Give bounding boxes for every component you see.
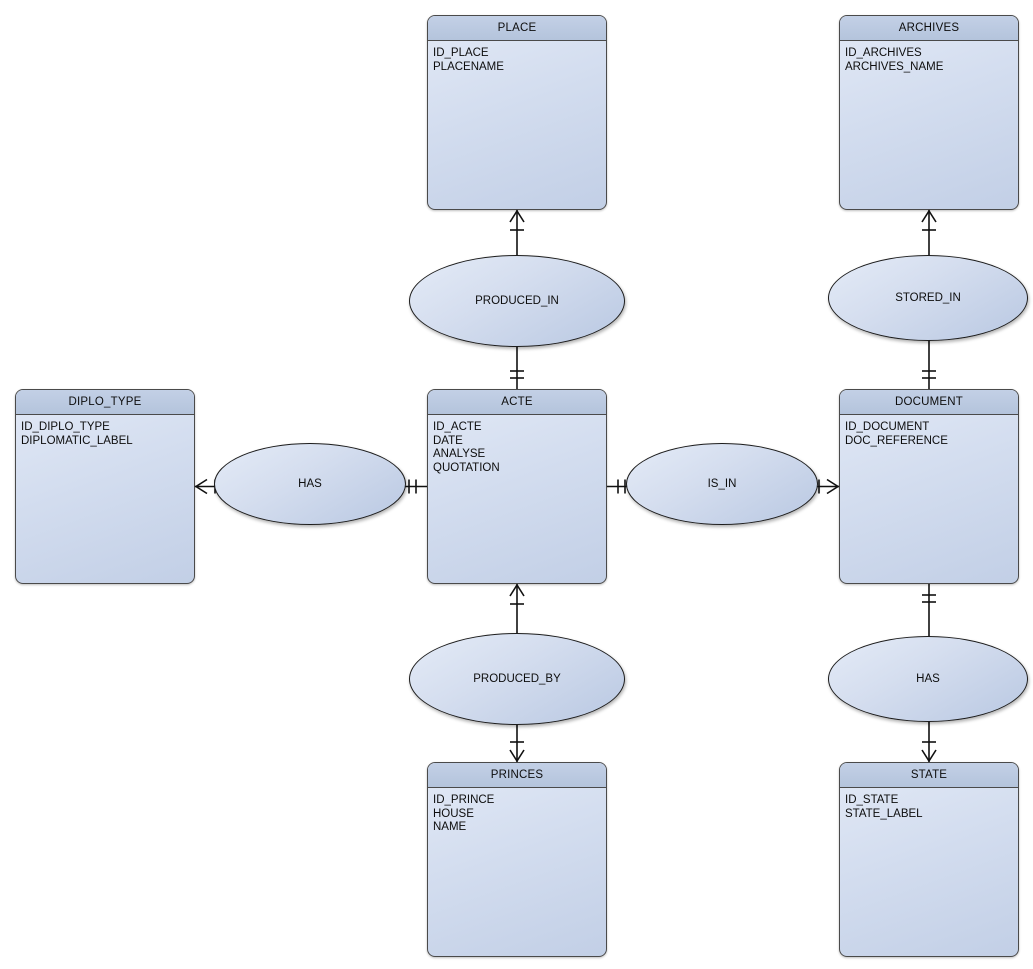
- entity-title-princes: PRINCES: [428, 763, 606, 788]
- entity-attribute: ID_ACTE: [433, 421, 482, 433]
- relationship-has_diplo[interactable]: HAS: [214, 443, 406, 525]
- relationship-produced_in[interactable]: PRODUCED_IN: [409, 255, 625, 347]
- entity-attribute: ID_STATE: [845, 794, 899, 806]
- cardinality-is_in-to-crowfoot: [826, 478, 840, 495]
- entity-attribute: ID_PLACE: [433, 47, 489, 59]
- entity-attribute: DIPLOMATIC_LABEL: [21, 434, 133, 447]
- entity-attribute: DOC_REFERENCE: [845, 434, 948, 447]
- entity-title-acte: ACTE: [428, 390, 606, 415]
- entity-title-place: PLACE: [428, 16, 606, 41]
- entity-attribute: ID_PRINCE: [433, 794, 495, 806]
- entity-attribute: DATE: [433, 434, 463, 447]
- cardinality-stored_in-to-crowfoot: [921, 209, 937, 223]
- entity-attribute: QUOTATION: [433, 461, 500, 474]
- entity-attribute: ID_DIPLO_TYPE: [21, 421, 110, 433]
- relationship-is_in[interactable]: IS_IN: [626, 443, 818, 525]
- entity-attribute: ARCHIVES_NAME: [845, 60, 944, 73]
- relationship-label: HAS: [916, 673, 940, 685]
- relationship-label: STORED_IN: [895, 292, 961, 304]
- relationship-label: PRODUCED_BY: [473, 673, 561, 685]
- entity-attribute: ID_ARCHIVES: [845, 47, 922, 59]
- entity-attribute: NAME: [433, 821, 467, 834]
- relationship-label: IS_IN: [707, 478, 737, 490]
- entity-title-document: DOCUMENT: [840, 390, 1018, 415]
- entity-attribute: ID_DOCUMENT: [845, 421, 930, 433]
- cardinality-has_state-to-crowfoot: [921, 749, 937, 763]
- cardinality-has_diplo-from-crowfoot: [194, 478, 208, 495]
- cardinality-produced_by-to-crowfoot: [509, 749, 525, 763]
- entity-title-archives: ARCHIVES: [840, 16, 1018, 41]
- relationship-has_state[interactable]: HAS: [828, 636, 1028, 722]
- cardinality-produced_in-to-crowfoot: [509, 209, 525, 223]
- entity-attribute: STATE_LABEL: [845, 807, 923, 820]
- relationship-stored_in[interactable]: STORED_IN: [828, 255, 1028, 341]
- relationship-produced_by[interactable]: PRODUCED_BY: [409, 633, 625, 725]
- entity-attribute: HOUSE: [433, 807, 474, 820]
- relationship-label: PRODUCED_IN: [475, 295, 559, 307]
- cardinality-produced_by-from-crowfoot: [509, 583, 525, 597]
- entity-title-state: STATE: [840, 763, 1018, 788]
- entity-attribute: ANALYSE: [433, 448, 486, 461]
- relationship-label: HAS: [298, 478, 322, 490]
- entity-attribute: PLACENAME: [433, 60, 504, 73]
- entity-title-diplo_type: DIPLO_TYPE: [16, 390, 194, 415]
